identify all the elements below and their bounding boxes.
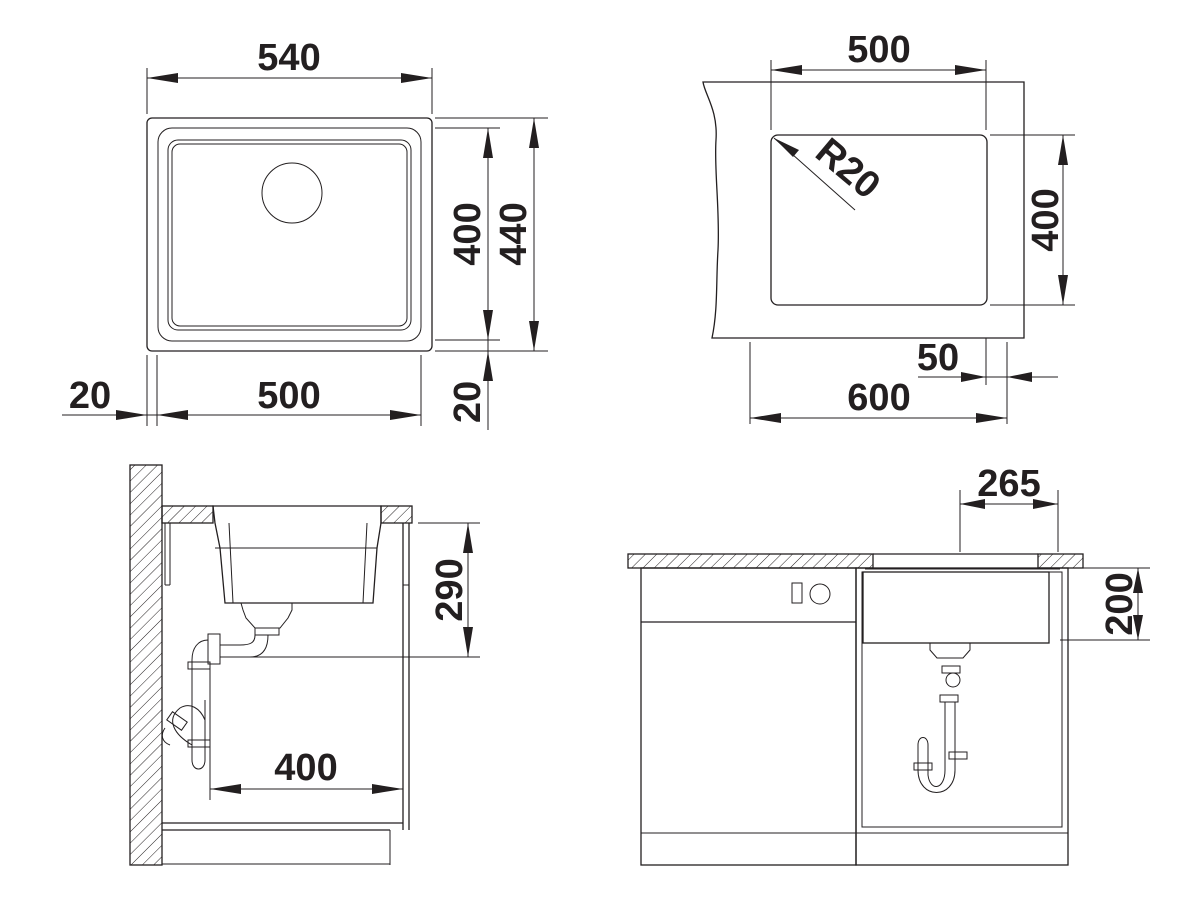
drain-pipe-vertical [191, 639, 220, 770]
drain-strainer-front [929, 642, 971, 659]
countertop-outline [702, 81, 1025, 339]
bowl-outer-outline [157, 127, 422, 342]
dim-rim-left: 20 [69, 375, 111, 417]
dishwasher-control [791, 582, 803, 604]
countertop-left-hatched [627, 553, 874, 569]
dim-overall-width: 540 [257, 37, 320, 79]
dishwasher-cabinet [640, 567, 857, 866]
dim-edge-offset: 50 [917, 337, 959, 379]
top-view: 540 400 440 20 500 20 [62, 37, 548, 430]
side-view: 290 400 [129, 464, 480, 866]
dim-rim-bottom: 20 [447, 381, 489, 423]
drain-trap-front [917, 702, 956, 793]
dishwasher-knob [809, 583, 831, 605]
countertop-right-hatched [1037, 553, 1084, 569]
trap-bend [172, 705, 206, 746]
dim-bowl-width: 500 [257, 375, 320, 417]
dim-cabinet-width: 600 [847, 377, 910, 419]
cutout-view: 500 R20 400 600 50 [702, 29, 1075, 424]
sink-cabinet [855, 567, 1069, 866]
drain-hole [261, 162, 323, 224]
drain-strainer [240, 602, 293, 629]
dim-cutout-depth: 400 [1025, 188, 1067, 251]
countertop-right-hatched [380, 505, 413, 524]
dim-corner-radius: R20 [808, 130, 888, 207]
dim-bowl-height: 200 [1099, 572, 1141, 635]
drain-pipe-horizontal [220, 634, 269, 658]
dim-cutout-width: 500 [847, 29, 910, 71]
countertop-left-hatched [161, 505, 214, 524]
bowl-inner-outline [167, 139, 412, 331]
sink-bowl-side [212, 505, 382, 604]
front-view: 265 200 [627, 463, 1150, 866]
dim-bowl-depth: 400 [447, 202, 489, 265]
dim-bowl-depth-below: 290 [429, 558, 471, 621]
dim-overall-depth: 440 [493, 202, 535, 265]
cutout-outline [770, 134, 988, 306]
dim-drain-from-edge: 265 [977, 463, 1040, 505]
dim-drain-offset: 400 [274, 747, 337, 789]
sink-bowl-front [862, 571, 1050, 644]
sink-rim-outline [146, 117, 433, 352]
wall-hatched [129, 464, 163, 866]
bowl-floor-outline [171, 143, 408, 327]
